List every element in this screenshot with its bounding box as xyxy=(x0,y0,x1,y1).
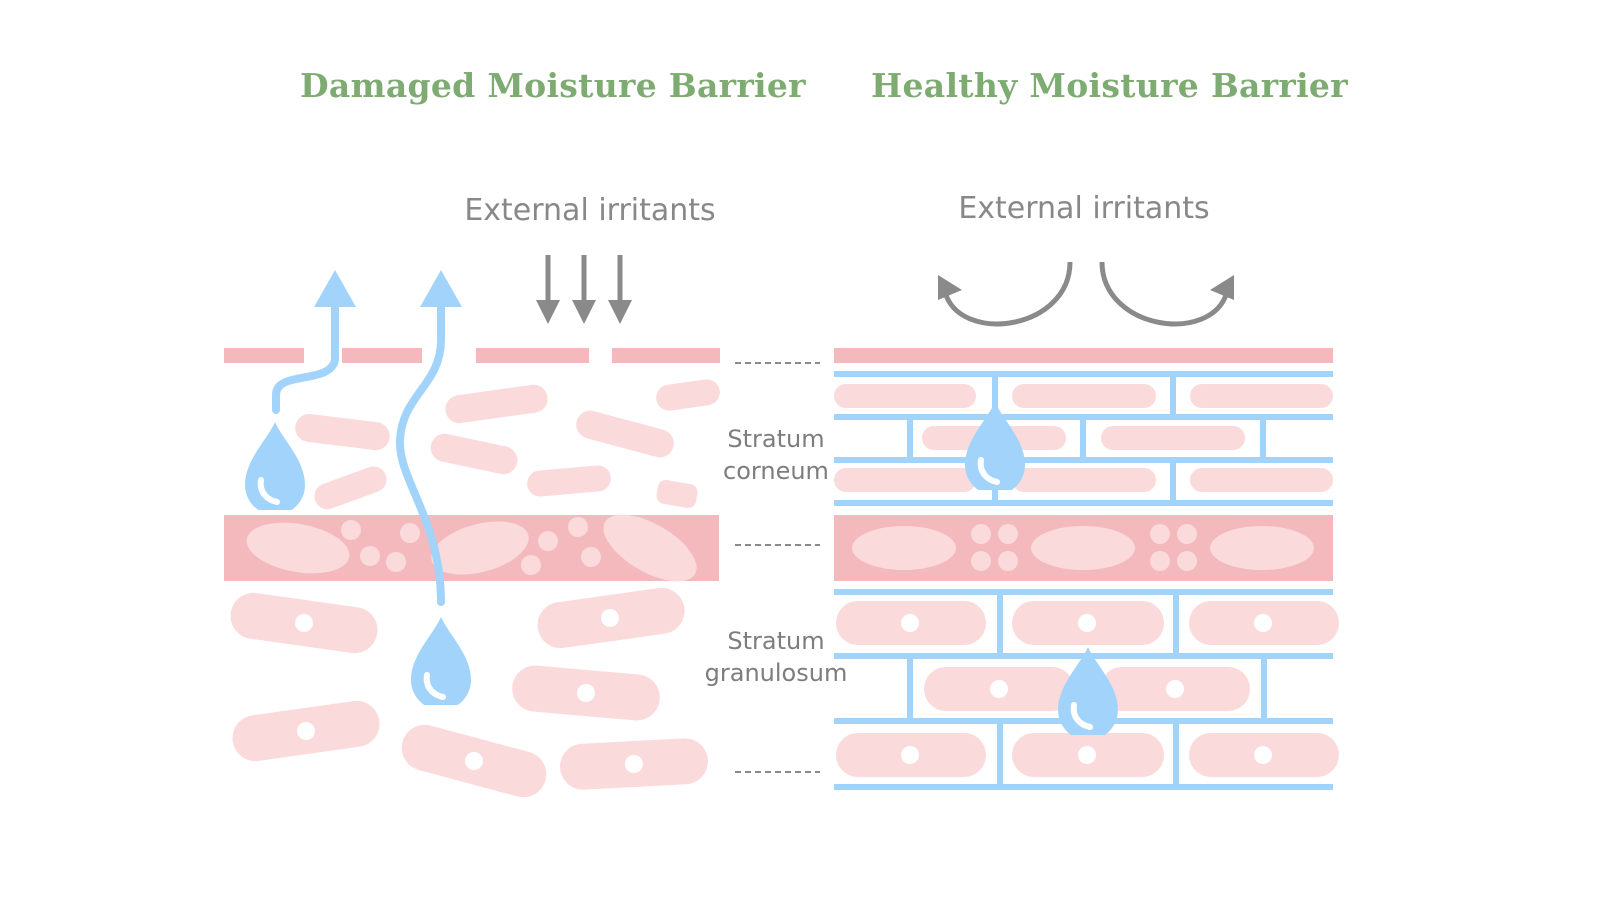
broken-lipid-layer xyxy=(224,348,720,363)
corneum-brick-wall xyxy=(834,371,1333,506)
scattered-corneum-cells xyxy=(295,379,720,510)
water-escape-arrow-2-icon xyxy=(395,270,462,606)
damaged-barrier-panel: External irritants xyxy=(224,193,720,798)
irritants-deflected-arrows-icon xyxy=(938,261,1234,327)
healthy-barrier-title: Healthy Moisture Barrier xyxy=(871,66,1348,105)
stratum-corneum-label-line2: corneum xyxy=(723,457,829,485)
damaged-barrier-title: Damaged Moisture Barrier xyxy=(300,66,806,105)
scattered-granulosum-cells xyxy=(230,587,708,798)
water-escape-arrow-1-icon xyxy=(272,270,356,414)
stratum-corneum-label-line1: Stratum xyxy=(727,425,824,453)
external-irritants-label-left: External irritants xyxy=(464,193,715,228)
middle-lipid-band-left xyxy=(224,514,719,582)
external-irritants-label-right: External irritants xyxy=(958,191,1209,226)
stratum-granulosum-label-line2: granulosum xyxy=(705,659,848,687)
irritant-arrows-down-icon xyxy=(536,255,632,324)
intact-lipid-layer xyxy=(834,348,1333,363)
layer-labels: Stratum corneum Stratum granulosum xyxy=(705,362,848,773)
healthy-barrier-panel: External irritants xyxy=(834,191,1339,790)
water-droplet-icon xyxy=(245,422,305,515)
water-droplet-icon xyxy=(1058,647,1118,740)
stratum-granulosum-label-line1: Stratum xyxy=(727,627,824,655)
water-droplet-icon xyxy=(411,617,471,710)
middle-lipid-band-right xyxy=(834,515,1333,581)
